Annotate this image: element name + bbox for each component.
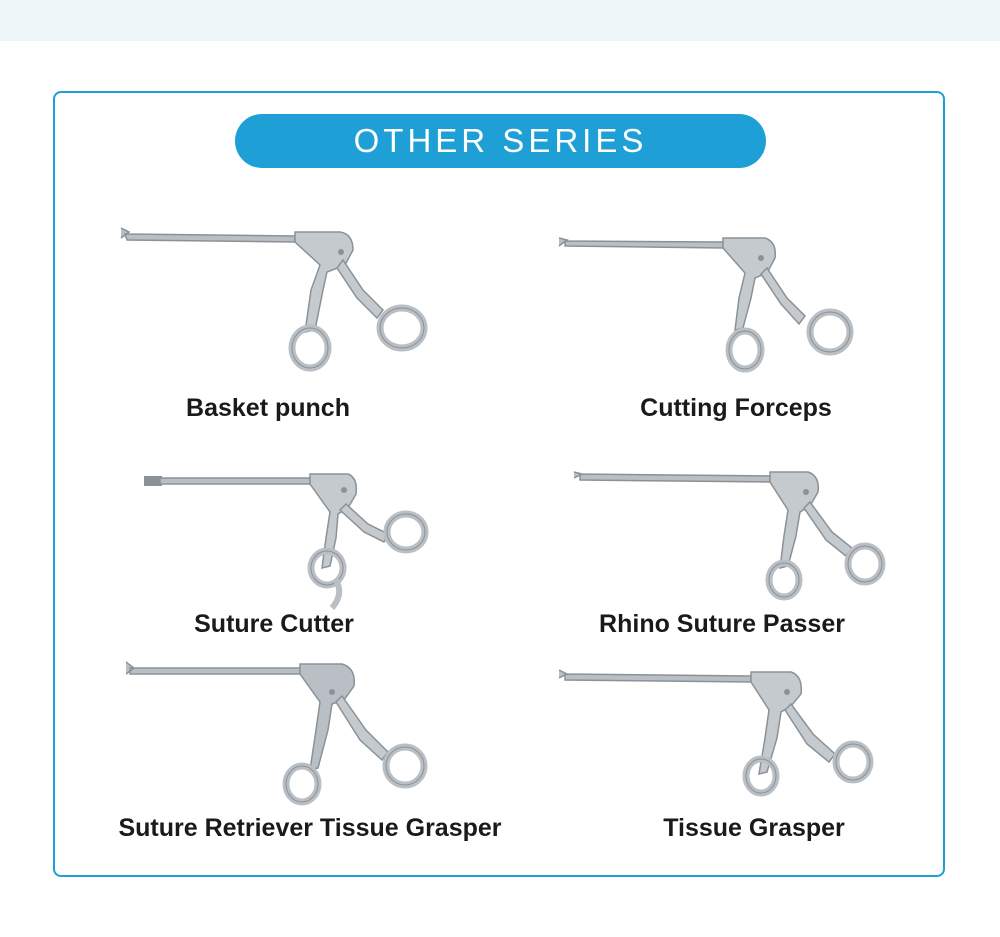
tissue-grasper-instrument-icon <box>558 669 874 797</box>
rhino-suture-passer-instrument-icon <box>573 471 886 601</box>
product-label: Suture Cutter <box>194 610 354 638</box>
product-label: Suture Retriever Tissue Grasper <box>118 814 502 842</box>
product-label: Rhino Suture Passer <box>599 610 845 638</box>
basket-punch-instrument-icon <box>120 227 428 372</box>
cutting-forceps-instrument-icon <box>558 237 854 373</box>
top-banner-strip <box>0 0 1000 41</box>
section-title-pill: OTHER SERIES <box>235 114 766 168</box>
suture-retriever-instrument-icon <box>125 661 428 806</box>
product-label: Tissue Grasper <box>663 814 845 842</box>
section-title: OTHER SERIES <box>353 122 648 159</box>
product-label: Cutting Forceps <box>640 394 832 422</box>
product-label: Basket punch <box>186 394 350 422</box>
suture-cutter-instrument-icon <box>144 473 429 610</box>
